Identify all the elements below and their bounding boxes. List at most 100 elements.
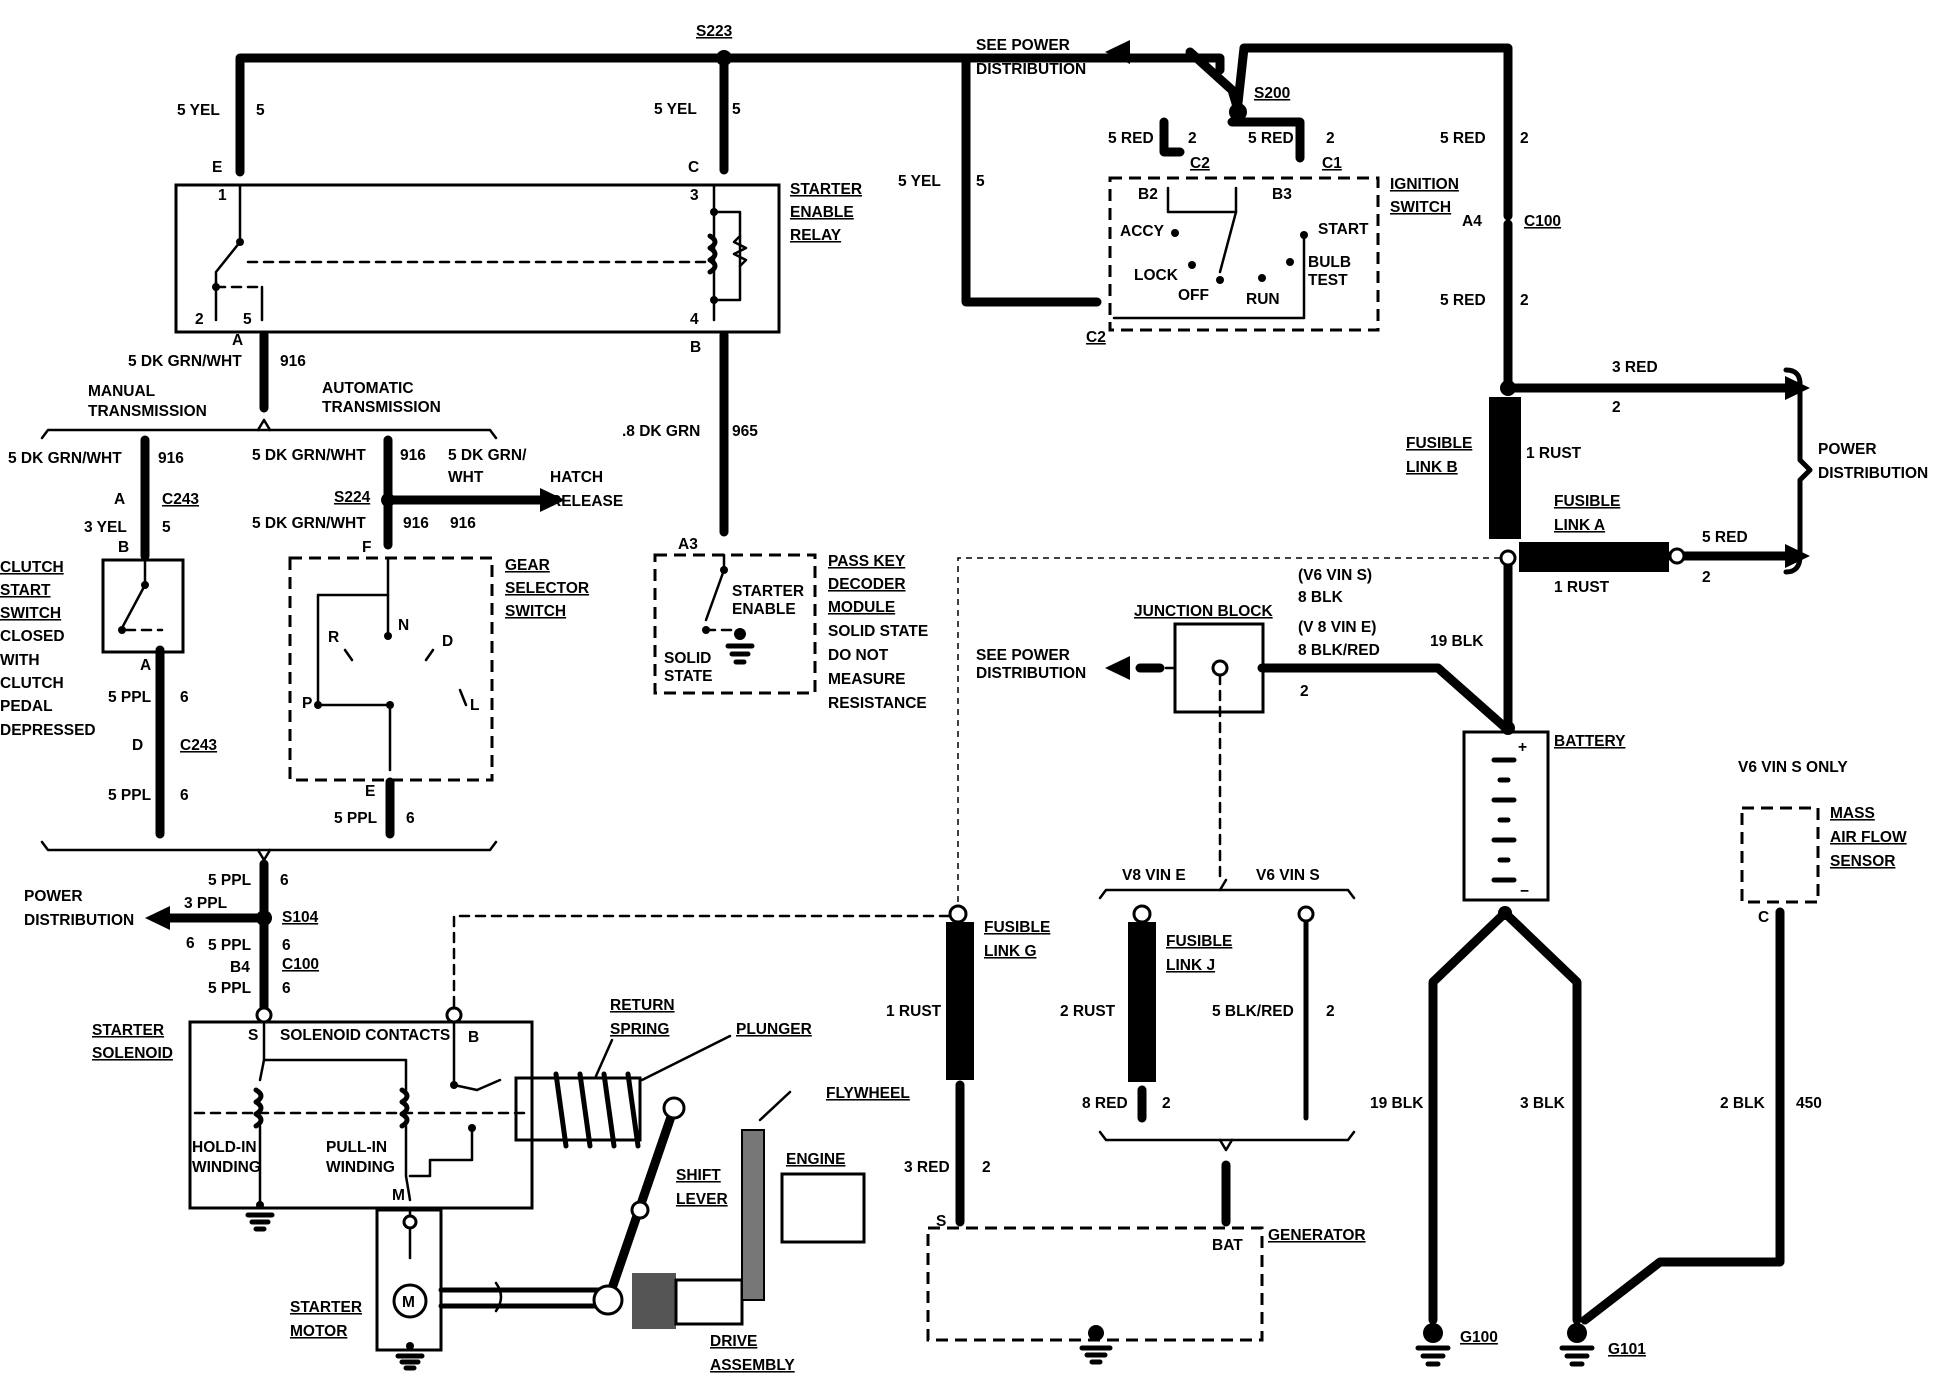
rust-a: 1 RUST	[1554, 579, 1610, 596]
s104-power-2: DISTRIBUTION	[24, 912, 134, 929]
wire-label: 6	[180, 787, 189, 804]
battery-cells	[1491, 757, 1517, 883]
sol-contacts: SOLENOID CONTACTS	[280, 1027, 450, 1044]
splice-s104	[256, 910, 272, 926]
g101-label: G101	[1608, 1341, 1646, 1358]
wire-label: 3 RED	[1612, 359, 1658, 376]
gen-brace-bottom	[1098, 1130, 1356, 1142]
sol-contact-dot	[450, 1081, 458, 1089]
gear-l: L	[470, 697, 479, 714]
wire-label: 916	[280, 353, 306, 370]
ign-accy: ACCY	[1120, 223, 1165, 240]
passkey-solid: SOLID	[664, 650, 711, 667]
labels: S223 SEE POWER DISTRIBUTION S200 5 YEL 5…	[0, 23, 1928, 1374]
v6-label-2: 8 BLK	[1298, 589, 1344, 606]
shift-lever-yoke	[592, 1284, 624, 1316]
sol-ground-icon	[245, 1212, 275, 1232]
relay-pin-1: 1	[218, 187, 227, 204]
ign-test: TEST	[1308, 272, 1348, 289]
splice-s223	[716, 50, 732, 66]
auto-label-2: TRANSMISSION	[322, 399, 441, 416]
engine-label: ENGINE	[786, 1151, 845, 1168]
fusible-link-j	[1128, 922, 1156, 1082]
passkey-label: DECODER	[828, 576, 906, 593]
brace-bottom	[40, 840, 498, 852]
wire-label: 2	[1188, 130, 1197, 147]
flywheel-label: FLYWHEEL	[826, 1085, 910, 1102]
pull-label-2: WINDING	[326, 1159, 395, 1176]
fusible-link-b	[1489, 397, 1521, 539]
fusible-a-end	[1668, 547, 1686, 565]
v8-label-1: (V 8 VIN E)	[1298, 619, 1376, 636]
wire-label: 2	[1326, 130, 1335, 147]
battery-box	[1462, 730, 1550, 902]
wire-label: 5	[976, 173, 985, 190]
rust-j: 2 RUST	[1060, 1003, 1116, 1020]
arrow-hatch-icon	[540, 488, 565, 512]
clutch-label: SWITCH	[0, 605, 61, 622]
wire-label: 5	[732, 101, 741, 118]
junction-block-label: JUNCTION BLOCK	[1134, 603, 1273, 620]
shift-label-1: SHIFT	[676, 1167, 721, 1184]
ign-bulb-dot	[1286, 258, 1294, 266]
gen-brace-bottom-notch	[1218, 1138, 1234, 1152]
return-label-2: SPRING	[610, 1021, 669, 1038]
s104-6: 6	[186, 935, 195, 952]
fusible-g-top	[948, 904, 968, 924]
plunger-label: PLUNGER	[736, 1021, 812, 1038]
relay-pin-5: 5	[243, 311, 252, 328]
s104-c100: C100	[282, 956, 319, 973]
s104-3ppl: 3 PPL	[184, 895, 227, 912]
wire-label: 916	[403, 515, 429, 532]
thick-wires	[140, 43, 1790, 1325]
wire-label: 5 DK GRN/WHT	[252, 515, 366, 532]
return-label-1: RETURN	[610, 997, 675, 1014]
relay-pin-4: 4	[690, 311, 699, 328]
wire-label: 5	[256, 102, 265, 119]
hatch-label-2: RELEASE	[550, 493, 623, 510]
gear-n-dot	[384, 632, 392, 640]
fusible-junction	[1499, 549, 1517, 567]
arrow-see-power-icon	[1105, 40, 1130, 64]
power-distribution-right	[957, 367, 1820, 1367]
wire-ign-c2-top	[1159, 117, 1185, 157]
sol-s-feed	[262, 1020, 408, 1092]
shift-lever-pivot	[630, 1200, 650, 1220]
passkey-a3: A3	[678, 536, 698, 553]
solenoid-box	[188, 1020, 534, 1210]
clutch-dot-2	[118, 626, 126, 634]
c100-label: C100	[1524, 213, 1561, 230]
fusible-b-label-2: LINK B	[1406, 459, 1458, 476]
g101-icon	[1559, 1345, 1595, 1367]
splice-s223-label: S223	[696, 23, 733, 40]
return-spring	[553, 1071, 641, 1149]
gen-brace-top	[1098, 888, 1356, 900]
hold-in-coil	[253, 1087, 264, 1129]
solenoid-b-terminal	[445, 1006, 463, 1024]
drive-label-1: DRIVE	[710, 1333, 757, 1350]
g100-dot	[1423, 1323, 1443, 1343]
ign-run: RUN	[1246, 291, 1280, 308]
ignition-b2-b3	[1166, 186, 1238, 214]
g100-label: G100	[1460, 1329, 1498, 1346]
wire-label: 5 DK GRN/WHT	[8, 450, 122, 467]
gear-d: D	[442, 633, 453, 650]
relay-dot-bottom	[710, 296, 718, 304]
gear-box	[288, 556, 494, 782]
clutch-label: CLOSED	[0, 628, 65, 645]
sol-m: M	[392, 1187, 405, 1204]
gear-r: R	[328, 629, 339, 646]
passkey-label: MODULE	[828, 599, 895, 616]
splice-dots	[256, 50, 1516, 926]
jb-see-2: DISTRIBUTION	[976, 665, 1086, 682]
manual-label-2: TRANSMISSION	[88, 403, 207, 420]
splice-s200	[1229, 103, 1247, 121]
ign-off: OFF	[1178, 287, 1209, 304]
clutch-switch	[101, 558, 185, 654]
gear-n: N	[398, 617, 409, 634]
wire-label: 3 BLK	[1520, 1095, 1566, 1112]
hold-label-1: HOLD-IN	[192, 1139, 257, 1156]
relay-resistor	[732, 234, 748, 268]
wire-label: 2	[1612, 399, 1621, 416]
ign-b3: B3	[1272, 186, 1292, 203]
